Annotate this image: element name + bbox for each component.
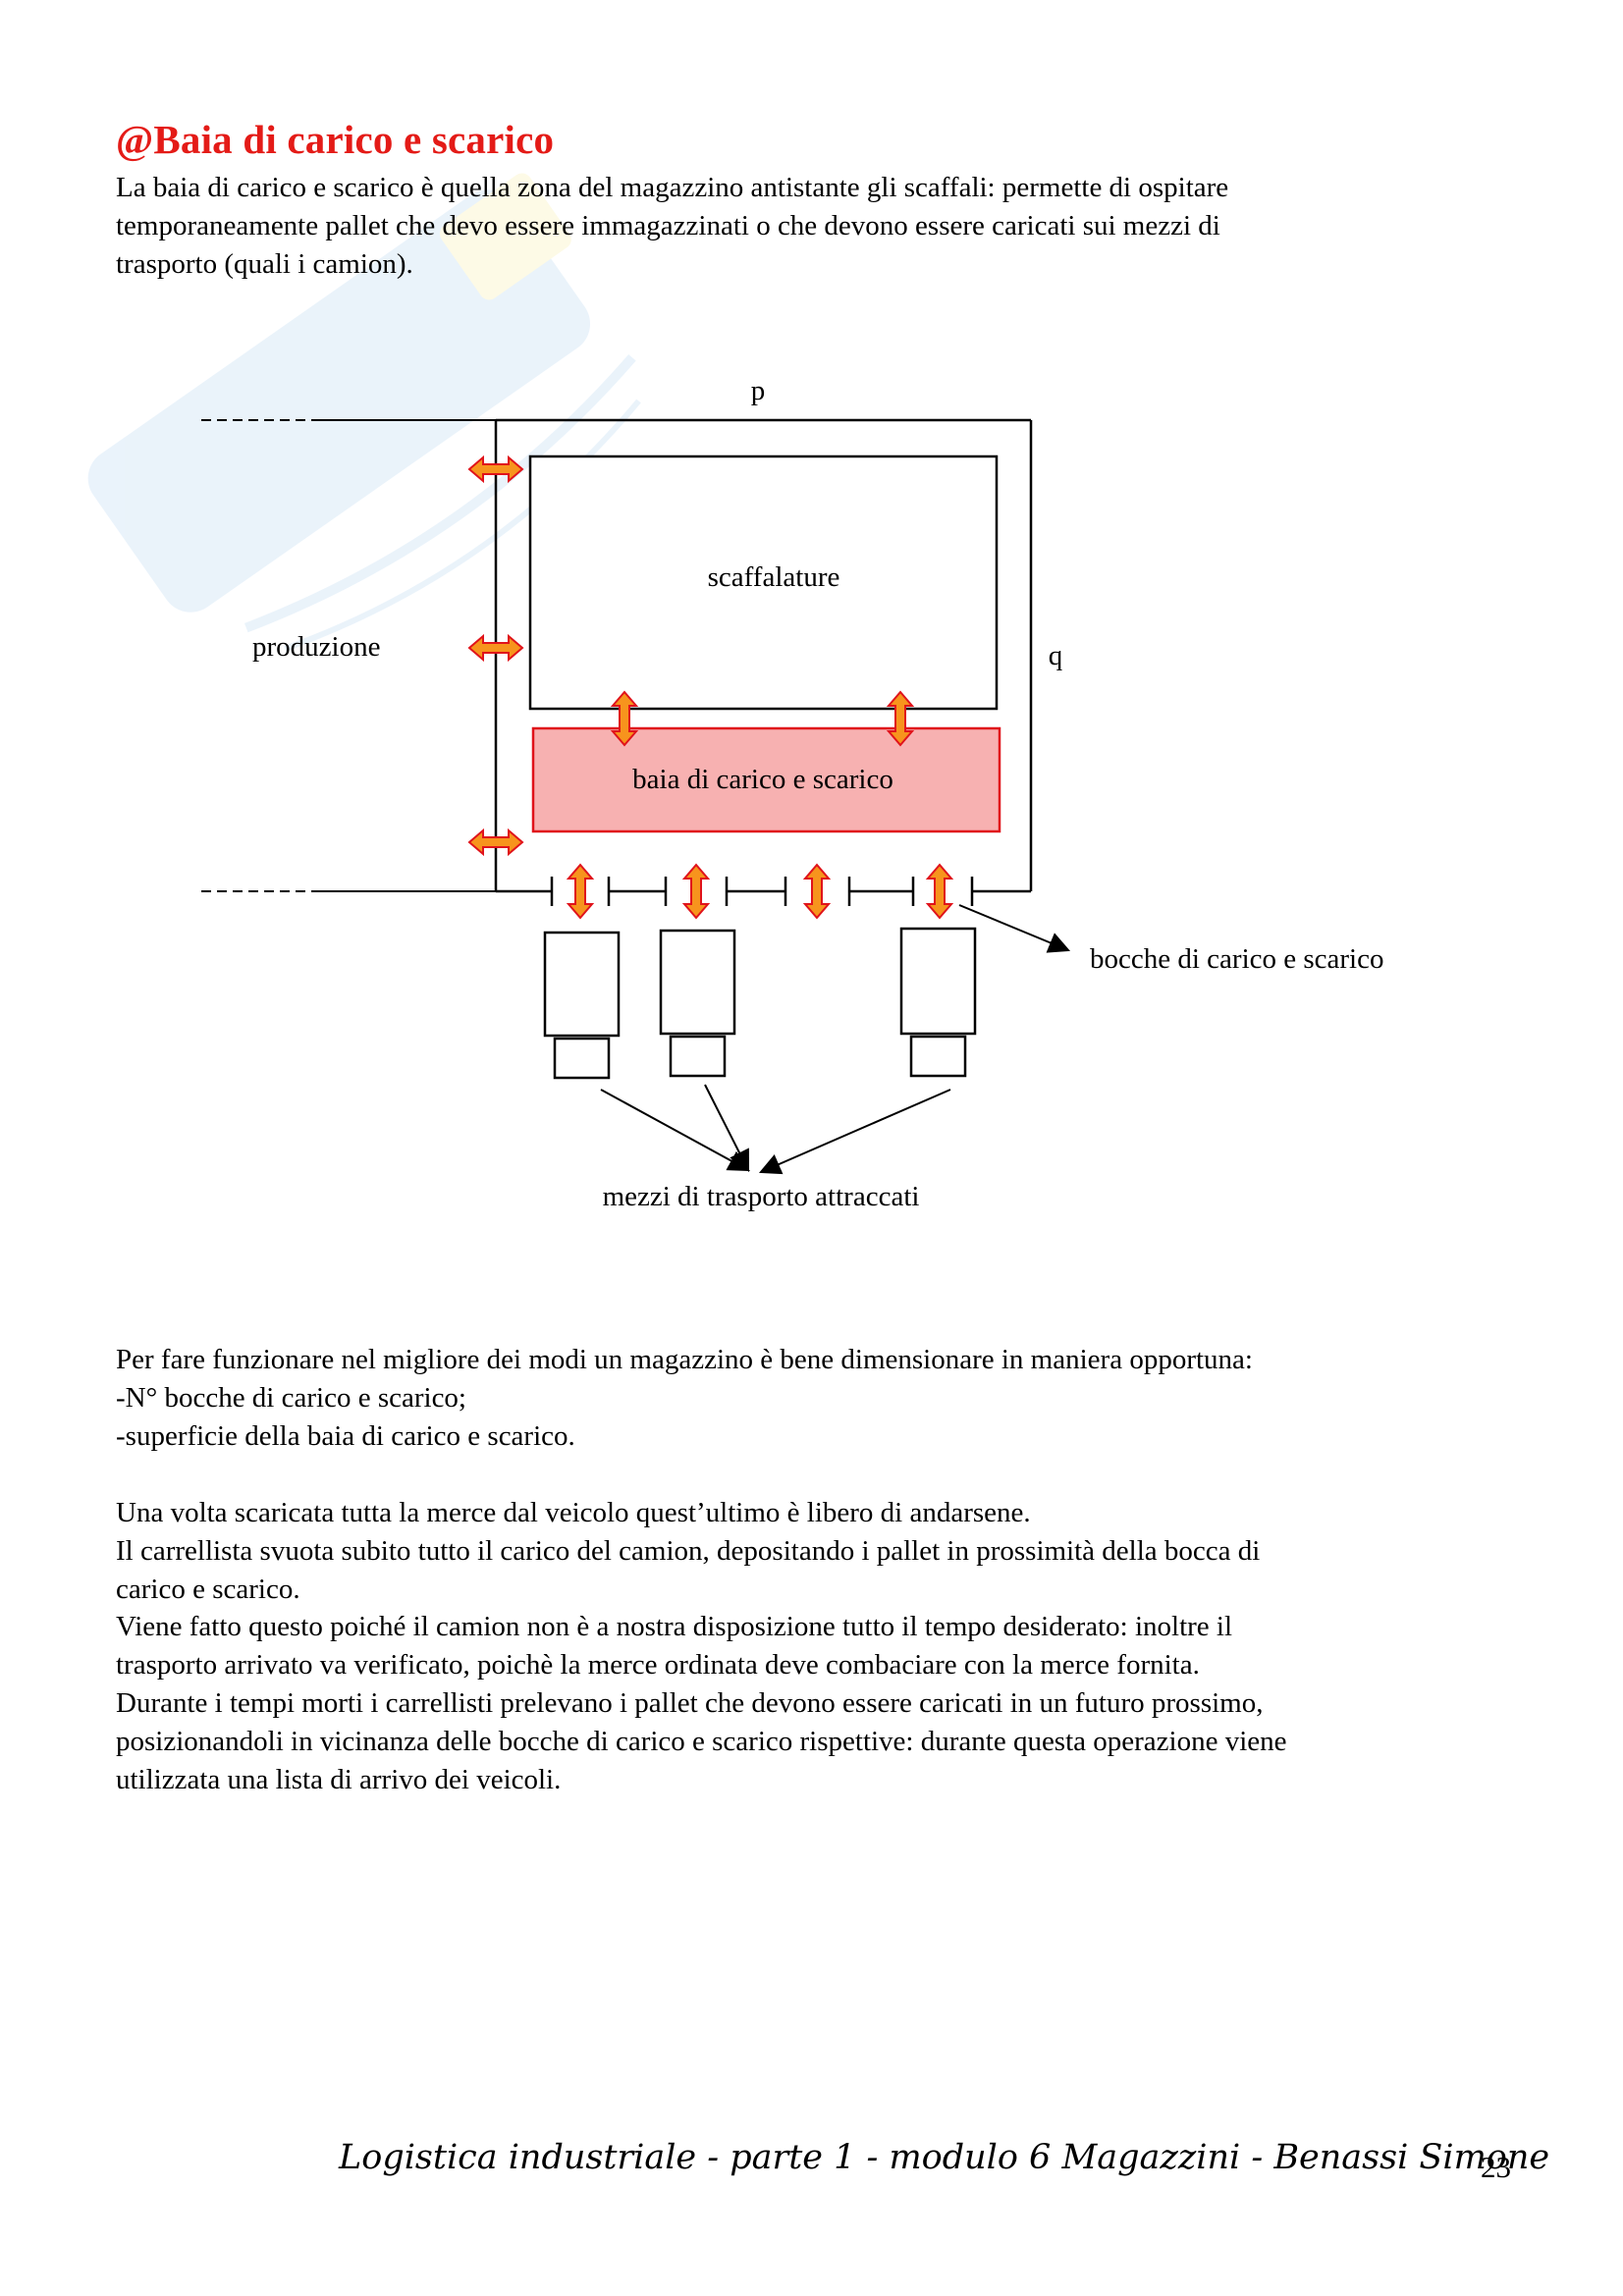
intro-paragraph: La baia di carico e scarico è quella zon… [116,169,1510,284]
loading-bay-label: baia di carico e scarico [632,764,893,795]
paragraph-line: Una volta scaricata tutta la merce dal v… [116,1497,1031,1528]
paragraph-line: posizionandoli in vicinanza delle bocche… [116,1725,1287,1757]
paragraph-line: Durante i tempi morti i carrellisti prel… [116,1686,1264,1719]
pointer-truck-1 [600,1089,750,1172]
paragraph-line: -N° bocche di carico e scarico; [116,1381,466,1414]
double-arrow-horizontal [467,454,524,857]
double-arrow-dock [566,863,954,920]
paragraph-line: Il carrellista svuota subito tutto il ca… [116,1534,1261,1567]
intro-line: La baia di carico e scarico è quella zon… [116,172,1229,203]
dock-walls [550,877,974,906]
label-q: q [1049,640,1063,671]
pointer-truck-3 [758,1089,951,1175]
truck [659,929,736,1078]
pointer-bocche [958,904,1071,953]
paragraph-sizing: Per fare funzionare nel migliore dei mod… [116,1341,1530,1455]
paragraph-line: carico e scarico. [116,1573,300,1605]
paragraph-line: trasporto arrivato va verificato, poichè… [116,1649,1200,1682]
label-produzione: produzione [252,631,380,663]
page-number: 23 [1481,2150,1511,2184]
page-footer: Logistica industriale - parte 1 - modulo… [339,2138,1550,2177]
intro-line: trasporto (quali i camion). [116,248,413,280]
section-title: @Baia di carico e scarico [116,117,555,162]
paragraph-line: utilizzata una lista di arrivo dei veico… [116,1763,562,1795]
paragraph-operations: Una volta scaricata tutta la merce dal v… [116,1494,1530,1798]
paragraph-line: Viene fatto questo poiché il camion non … [116,1611,1233,1643]
label-p: p [751,375,766,406]
truck [899,927,977,1078]
pointer-truck-2 [704,1084,749,1172]
paragraph-line: -superficie della baia di carico e scari… [116,1419,575,1452]
label-mezzi: mezzi di trasporto attraccati [603,1181,920,1212]
label-bocche: bocche di carico e scarico [1090,943,1384,975]
loading-bay-area [531,726,1001,833]
truck [543,931,621,1080]
shelving-label: scaffalature [708,561,840,593]
paragraph-line: Per fare funzionare nel migliore dei mod… [116,1344,1253,1375]
double-arrow-vertical [610,690,915,747]
shelving-area [528,454,999,711]
intro-line: temporaneamente pallet che devo essere i… [116,210,1220,241]
